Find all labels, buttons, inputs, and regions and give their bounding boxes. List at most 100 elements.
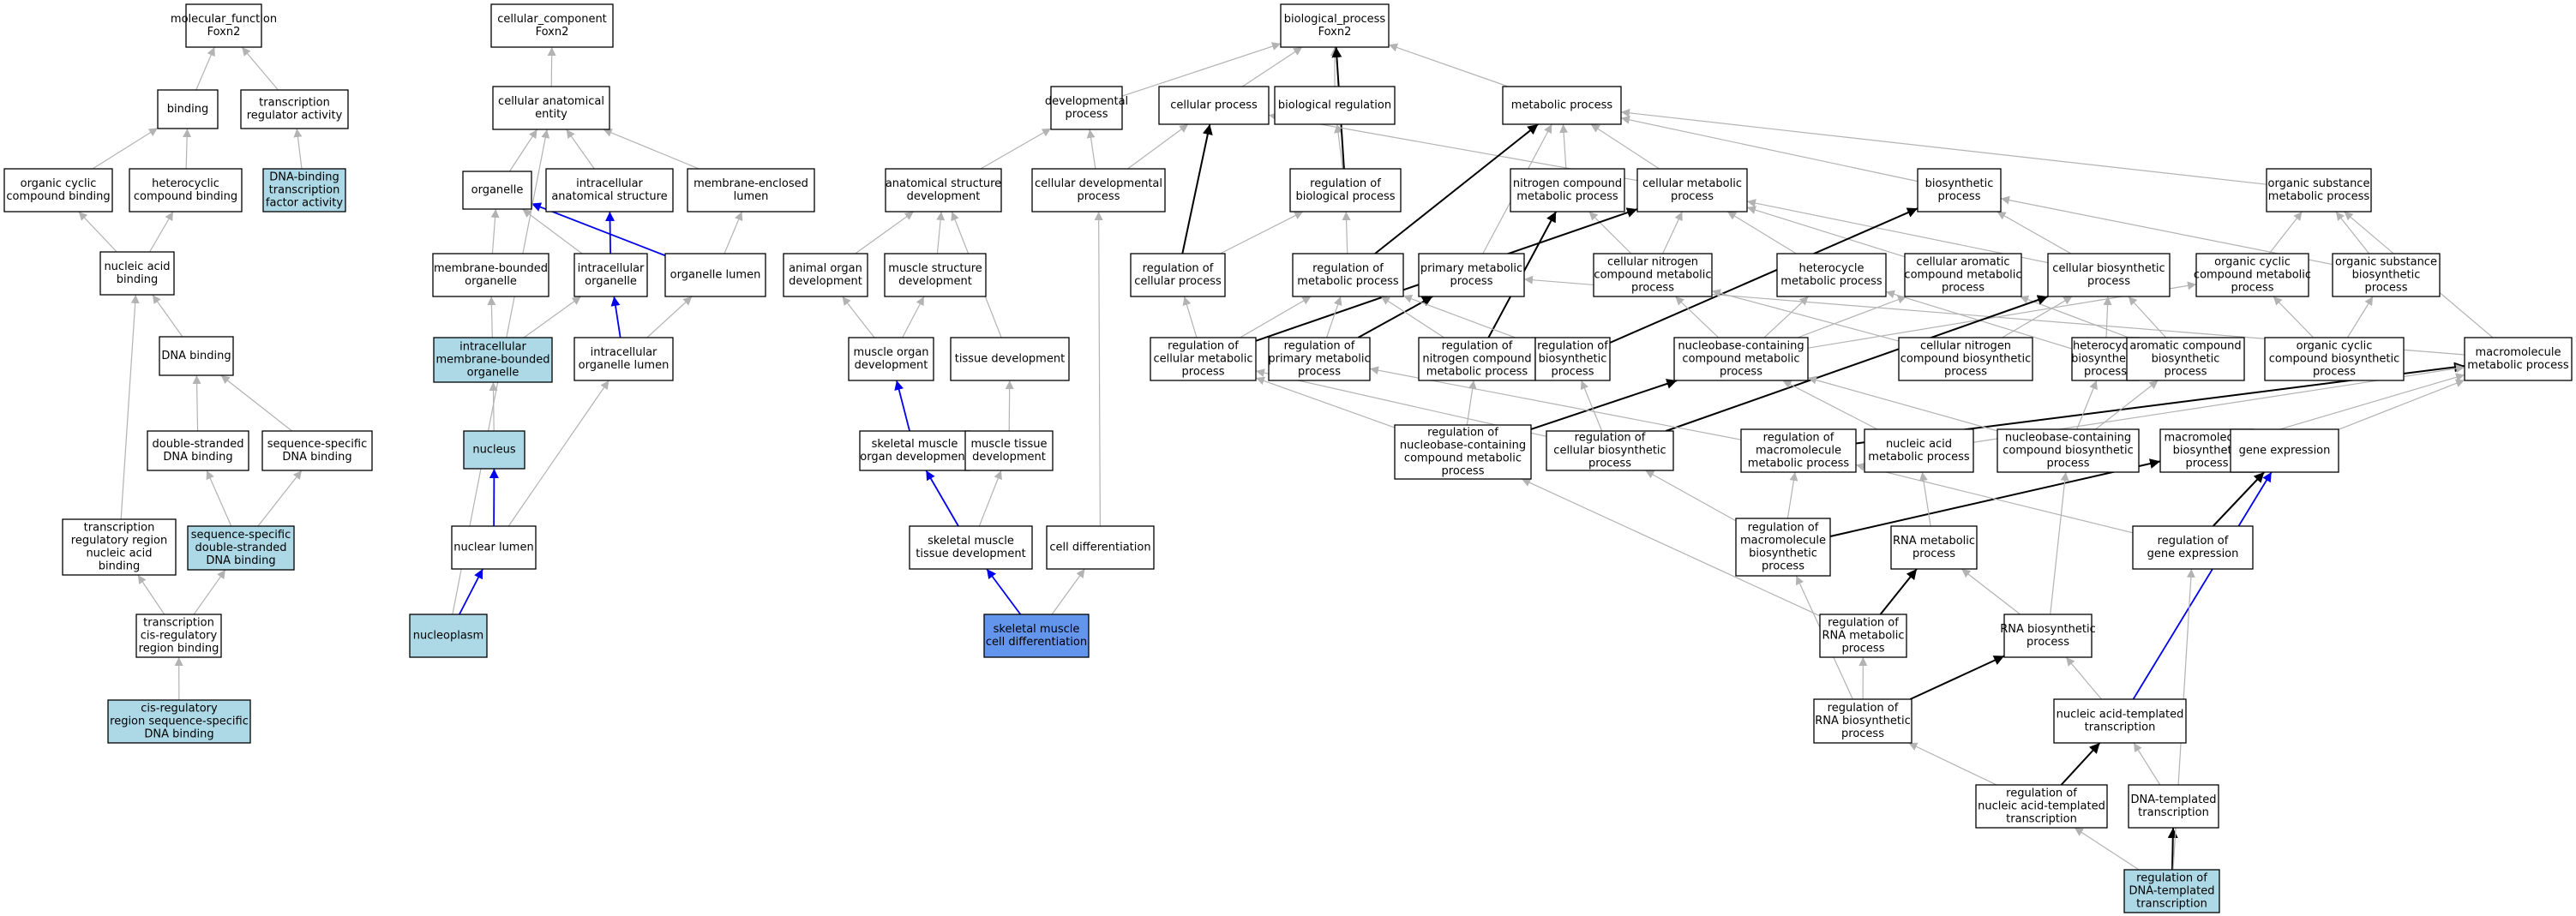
go-term-node[interactable]: nucleus [463, 430, 525, 470]
node-box [2123, 869, 2220, 913]
edge-is-a [1521, 478, 1821, 617]
node-label-line: cis-regulatory [141, 630, 218, 643]
go-term-node[interactable]: nucleoplasm [409, 614, 488, 658]
node-label-line: transcription [2136, 898, 2207, 911]
node-label-line: compound metabolic [1594, 269, 1711, 282]
node-box [1292, 253, 1404, 297]
go-term-node[interactable]: DNA binding [159, 336, 234, 376]
node-box [1898, 337, 2033, 381]
edge-regulates [2167, 827, 2178, 871]
node-label-line: process [1066, 108, 1108, 121]
go-term-node[interactable]: cell differentiation [1046, 525, 1155, 570]
node-label-line: cellular process [1170, 99, 1258, 112]
node-label-line: regulation of [1828, 702, 1899, 715]
node-label-line: process [1588, 458, 1631, 470]
go-term-node[interactable]: binding [157, 89, 219, 129]
node-label-line: process [2165, 366, 2207, 379]
go-term-node[interactable]: cellular process [1158, 86, 1270, 125]
edge-is-a [257, 470, 303, 527]
go-term-node[interactable]: tissue development [950, 337, 1070, 381]
edge-is-a [1620, 108, 2267, 185]
go-term-node[interactable]: organelle lumen [664, 253, 766, 297]
go-term-node[interactable]: biological regulation [1274, 86, 1396, 125]
go-term-node[interactable]: nuclear lumen [451, 525, 537, 570]
node-label-line: cellular nitrogen [1920, 340, 2011, 353]
edge-regulates [1665, 295, 2049, 432]
go-term-node[interactable]: regulation ofmacromoleculebiosyntheticpr… [1735, 518, 1831, 577]
go-term-node[interactable]: metabolic process [1502, 86, 1622, 125]
go-term-node[interactable]: organelle [462, 171, 532, 210]
go-term-node[interactable]: regulation ofnucleobase-containingcompou… [1394, 424, 1532, 480]
node-label-line: cell differentiation [1049, 542, 1150, 554]
go-term-node[interactable]: gene expression [2230, 428, 2339, 473]
